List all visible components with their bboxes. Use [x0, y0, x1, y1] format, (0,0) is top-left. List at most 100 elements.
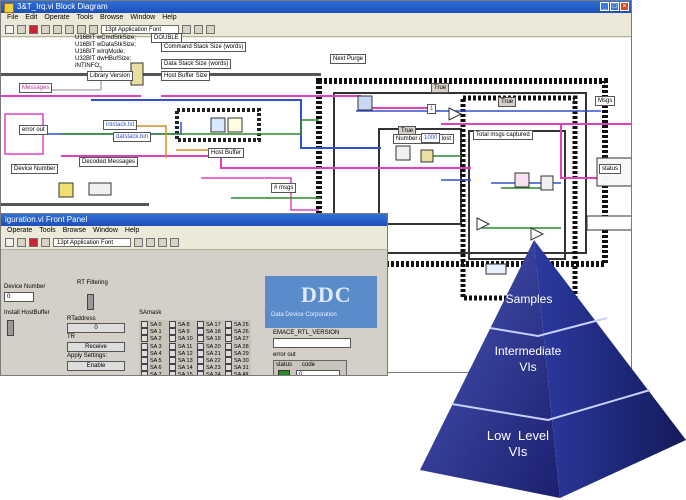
- rt-filtering-toggle[interactable]: [87, 294, 94, 310]
- sa-checkbox[interactable]: SA 29: [225, 349, 249, 357]
- sa-checkbox[interactable]: SA All: [225, 371, 248, 375]
- distribute-icon[interactable]: [194, 25, 203, 34]
- sa-checkbox[interactable]: SA 0: [141, 321, 162, 328]
- checkbox-icon[interactable]: [169, 371, 176, 375]
- abort-icon[interactable]: [29, 25, 38, 34]
- sa-checkbox[interactable]: SA 18: [197, 328, 221, 336]
- next-purge-label[interactable]: Next Purge: [330, 54, 367, 64]
- checkbox-icon[interactable]: [141, 342, 148, 350]
- sa-checkbox[interactable]: SA 26: [225, 328, 249, 336]
- checkbox-icon[interactable]: [225, 321, 232, 328]
- sa-checkbox[interactable]: SA 24: [197, 371, 221, 375]
- tr-select[interactable]: Receive: [67, 342, 125, 352]
- sa-checkbox[interactable]: SA 8: [169, 321, 190, 328]
- sa-checkbox[interactable]: SA 27: [225, 335, 249, 343]
- sa-checkbox[interactable]: SA 4: [141, 349, 162, 357]
- checkbox-icon[interactable]: [197, 342, 204, 350]
- fp-reorder-icon[interactable]: [170, 238, 179, 247]
- checkbox-icon[interactable]: [141, 371, 148, 375]
- sa-checkbox[interactable]: SA 15: [169, 371, 193, 375]
- font-selector[interactable]: 13pt Application Font: [101, 25, 179, 34]
- sa-checkbox[interactable]: SA 30: [225, 357, 249, 364]
- sa-checkbox[interactable]: SA 3: [141, 342, 162, 350]
- menu-operate[interactable]: Operate: [44, 14, 70, 21]
- run-arrow-icon[interactable]: [5, 25, 14, 34]
- checkbox-icon[interactable]: [169, 335, 176, 343]
- cmd-stack-size-label[interactable]: Command Stack Size (words): [161, 42, 247, 52]
- install-hostbuffer-toggle[interactable]: [7, 320, 14, 336]
- checkbox-icon[interactable]: [197, 357, 204, 364]
- device-number-input[interactable]: 0: [4, 292, 34, 302]
- apply-settings-select[interactable]: Enable: [67, 361, 125, 371]
- fp-menu-browse[interactable]: Browse: [62, 227, 86, 234]
- menu-window[interactable]: Window: [130, 14, 156, 21]
- checkbox-icon[interactable]: [225, 349, 232, 357]
- checkbox-icon[interactable]: [169, 321, 176, 328]
- checkbox-icon[interactable]: [197, 321, 204, 328]
- sa-checkbox[interactable]: SA 28: [225, 342, 249, 350]
- sa-checkbox[interactable]: SA 5: [141, 357, 162, 364]
- checkbox-icon[interactable]: [141, 357, 148, 364]
- sa-checkbox[interactable]: SA 6: [141, 364, 162, 372]
- checkbox-icon[interactable]: [141, 328, 148, 336]
- fp-abort-icon[interactable]: [29, 238, 38, 247]
- menu-edit[interactable]: Edit: [25, 14, 38, 21]
- fp-run-continuous-icon[interactable]: [17, 238, 26, 247]
- checkbox-icon[interactable]: [225, 371, 232, 375]
- sa-checkbox[interactable]: SA 10: [169, 335, 193, 343]
- step-into-icon[interactable]: [65, 25, 74, 34]
- menu-file[interactable]: File: [7, 14, 19, 21]
- maximize-icon[interactable]: □: [610, 2, 619, 11]
- front-panel-titlebar[interactable]: iguration.vi Front Panel: [1, 214, 387, 226]
- sa-checkbox[interactable]: SA 13: [169, 357, 193, 364]
- fp-pause-icon[interactable]: [41, 238, 50, 247]
- checkbox-icon[interactable]: [225, 342, 232, 350]
- sa-checkbox[interactable]: SA 31: [225, 364, 249, 372]
- menu-browse[interactable]: Browse: [99, 14, 124, 21]
- fp-resize-icon[interactable]: [158, 238, 167, 247]
- sa-checkbox[interactable]: SA 17: [197, 321, 221, 328]
- checkbox-icon[interactable]: [169, 342, 176, 350]
- fp-distribute-icon[interactable]: [146, 238, 155, 247]
- menu-tools[interactable]: Tools: [76, 14, 93, 21]
- sa-checkbox[interactable]: SA 9: [169, 328, 190, 336]
- checkbox-icon[interactable]: [141, 349, 148, 357]
- sa-checkbox[interactable]: SA 20: [197, 342, 221, 350]
- host-buffer-label[interactable]: Host Buffer: [208, 148, 244, 158]
- case-true-label-1[interactable]: True: [431, 83, 450, 93]
- fp-menu-tools[interactable]: Tools: [39, 227, 56, 234]
- sa-checkbox[interactable]: SA 23: [197, 364, 221, 372]
- sa-checkbox[interactable]: SA 1: [141, 328, 162, 336]
- checkbox-icon[interactable]: [141, 364, 148, 372]
- fp-menu-operate[interactable]: Operate: [7, 227, 33, 234]
- sa-checkbox[interactable]: SA 21: [197, 349, 221, 357]
- checkbox-icon[interactable]: [169, 349, 176, 357]
- host-buffer-size-label[interactable]: Host Buffer Size: [161, 71, 211, 81]
- fp-menu-help[interactable]: Help: [124, 227, 140, 234]
- menu-help[interactable]: Help: [162, 14, 177, 21]
- checkbox-icon[interactable]: [197, 364, 204, 372]
- checkbox-icon[interactable]: [169, 364, 176, 372]
- fp-menu-window[interactable]: Window: [92, 227, 118, 234]
- sa-checkbox[interactable]: SA 25: [225, 321, 249, 328]
- block-diagram-titlebar[interactable]: 3&T_Irq.vi Block Diagram _ □ ×: [1, 1, 631, 13]
- case-true-label-2[interactable]: True: [498, 97, 517, 107]
- datstack-path[interactable]: datstack.bin: [113, 132, 152, 142]
- checkbox-icon[interactable]: [169, 357, 176, 364]
- intstack-path[interactable]: intstack.txt: [103, 120, 138, 130]
- minimize-icon[interactable]: _: [600, 2, 609, 11]
- align-icon[interactable]: [182, 25, 191, 34]
- close-icon[interactable]: ×: [620, 2, 629, 11]
- checkbox-icon[interactable]: [225, 357, 232, 364]
- device-number-control[interactable]: Device Number: [11, 164, 59, 174]
- sa-checkbox[interactable]: SA 14: [169, 364, 193, 372]
- checkbox-icon[interactable]: [197, 371, 204, 375]
- checkbox-icon[interactable]: [197, 335, 204, 343]
- sa-checkbox[interactable]: SA 11: [169, 342, 192, 350]
- step-over-icon[interactable]: [77, 25, 86, 34]
- checkbox-icon[interactable]: [141, 335, 148, 343]
- pause-icon[interactable]: [41, 25, 50, 34]
- sa-checkbox[interactable]: SA 12: [169, 349, 193, 357]
- checkbox-icon[interactable]: [197, 349, 204, 357]
- step-out-icon[interactable]: [89, 25, 98, 34]
